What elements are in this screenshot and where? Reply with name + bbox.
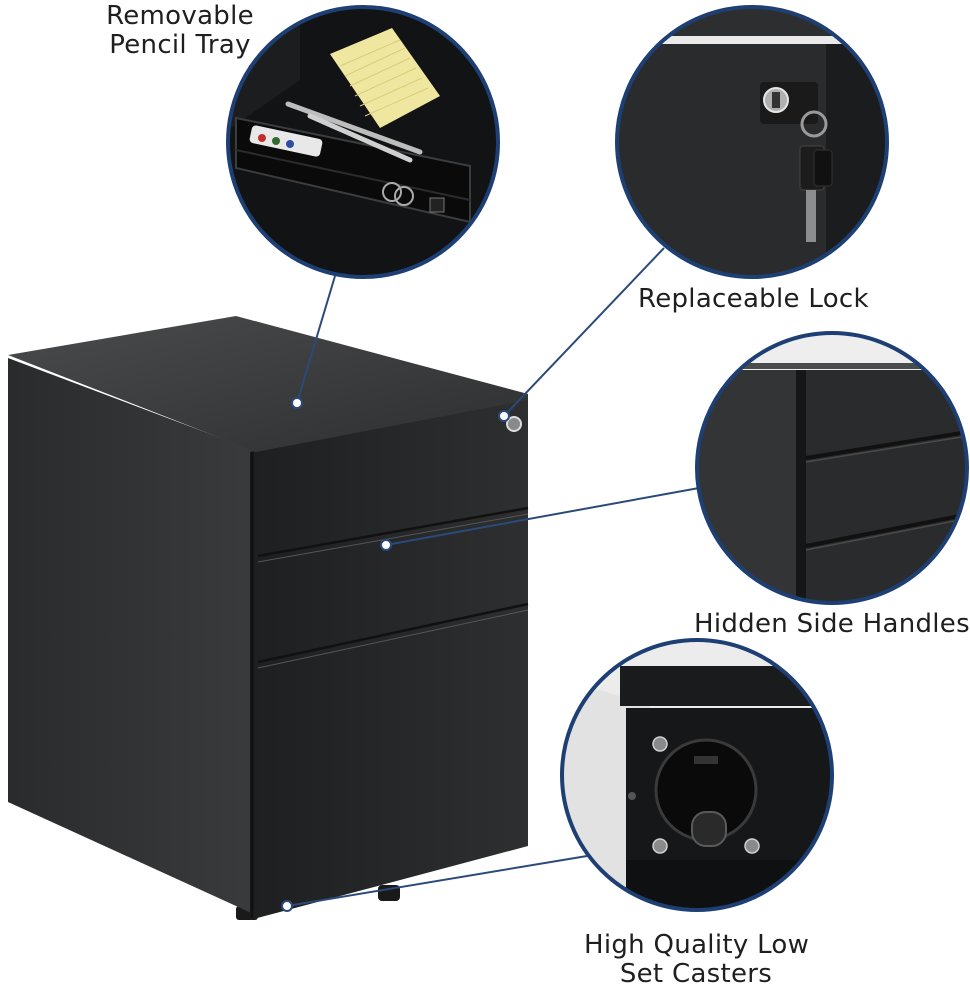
callout-ring xyxy=(695,331,969,605)
callout-ring xyxy=(226,5,500,279)
label-hidden-side-handles: Hidden Side Handles xyxy=(694,610,970,639)
label-line: Pencil Tray xyxy=(109,30,251,60)
drawer-seam xyxy=(257,609,529,669)
callout-ring xyxy=(615,5,889,279)
callout-pencil-tray xyxy=(226,5,500,279)
callout-lock xyxy=(615,5,889,279)
label-line: Set Casters xyxy=(619,959,773,989)
leader-dots xyxy=(281,397,510,912)
label-line: Hidden Side Handles xyxy=(694,609,970,639)
drawer-seam xyxy=(257,513,529,563)
label-high-quality-casters: High Quality Low Set Casters xyxy=(584,930,810,989)
cabinet-top xyxy=(8,316,528,452)
label-line: Replaceable Lock xyxy=(638,284,869,314)
filing-cabinet xyxy=(8,316,529,920)
callout-dot-handles xyxy=(380,539,392,551)
drawer-seam xyxy=(805,428,967,460)
callout-dot-casters xyxy=(281,900,293,912)
drawer-seam xyxy=(257,602,529,664)
screw xyxy=(652,838,668,854)
label-replaceable-lock: Replaceable Lock xyxy=(638,285,869,314)
label-line: Removable xyxy=(106,1,254,31)
screw xyxy=(652,736,668,752)
leader-lines xyxy=(286,247,700,907)
key-ring xyxy=(800,110,828,138)
label-line: High Quality Low xyxy=(584,930,810,960)
callout-casters xyxy=(560,638,834,912)
callout-handles xyxy=(695,331,969,605)
cabinet-lock xyxy=(506,416,522,432)
leader-line-tray xyxy=(296,275,336,404)
cabinet-side-panel xyxy=(8,358,258,916)
leader-line-handles xyxy=(385,487,700,546)
leader-line-casters xyxy=(286,855,588,907)
legal-pad xyxy=(330,28,440,128)
callout-dot-tray xyxy=(291,397,303,409)
callout-ring xyxy=(560,638,834,912)
callout-dot-lock xyxy=(498,410,510,422)
drawer-seam xyxy=(257,506,529,558)
label-removable-pencil-tray: Removable Pencil Tray xyxy=(106,2,254,60)
drawer-seam xyxy=(805,510,967,548)
caster-wheel xyxy=(691,811,727,847)
screw xyxy=(744,838,760,854)
leader-line-lock xyxy=(503,247,665,417)
cabinet-front-panel xyxy=(250,398,528,920)
